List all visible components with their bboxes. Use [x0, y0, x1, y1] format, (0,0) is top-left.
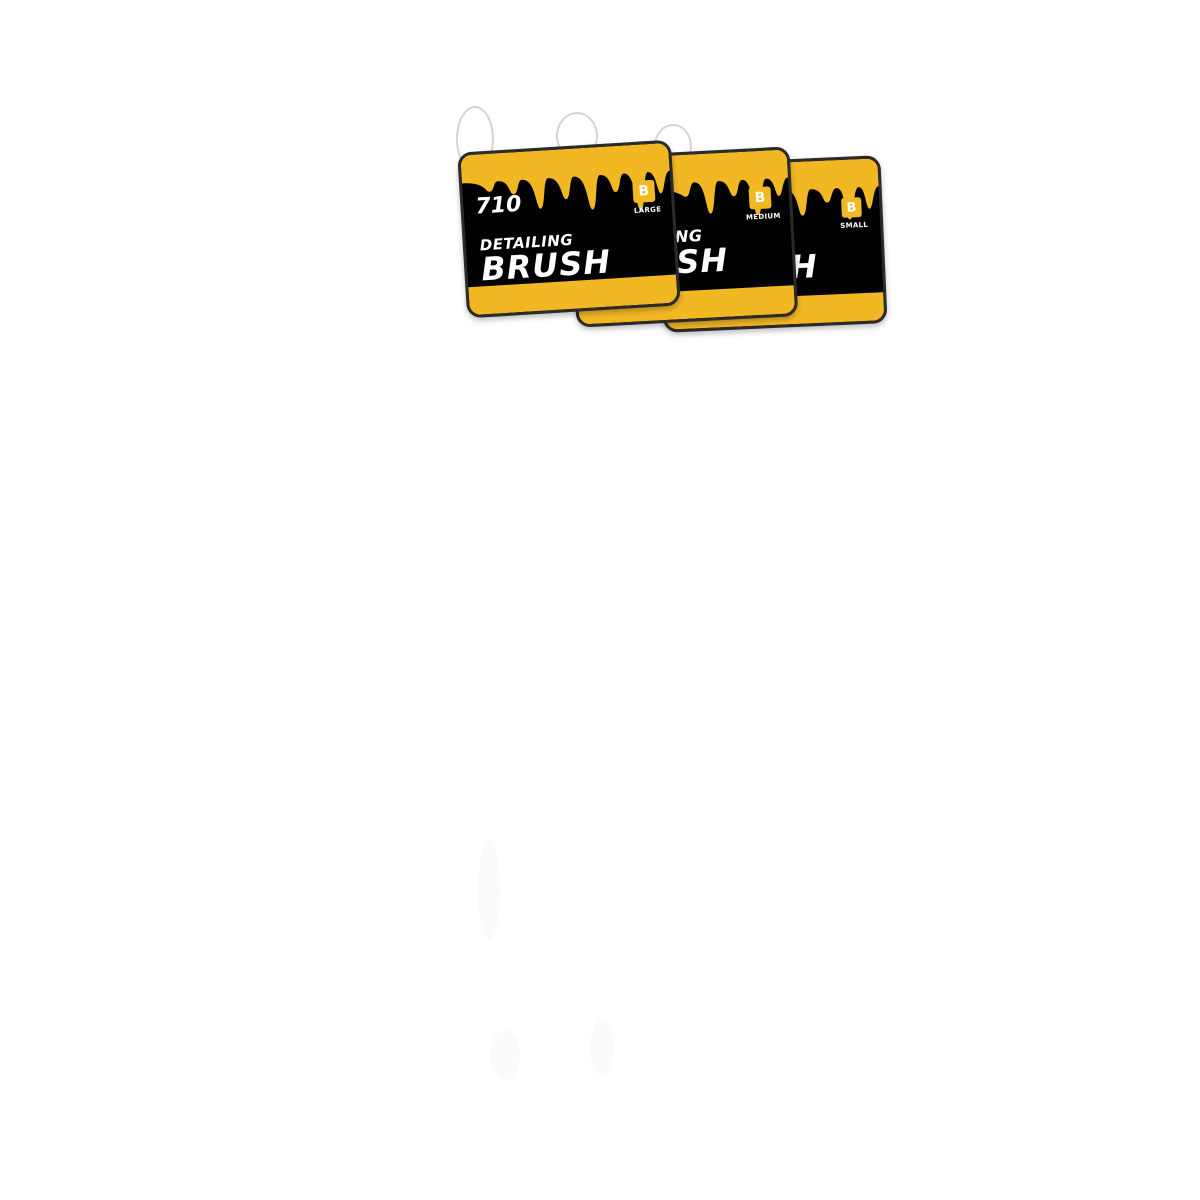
size-badge: B — [841, 197, 862, 218]
faint-mark — [590, 1020, 614, 1075]
tag-large: 710 B LARGE DETAILING BRUSH — [457, 139, 681, 319]
title-partial: SH — [675, 240, 730, 282]
drip-pattern — [461, 162, 670, 211]
size-label: SMALL — [840, 220, 869, 231]
size-badge: B — [748, 186, 772, 210]
faint-mark — [490, 1030, 520, 1080]
brand-logo: 710 — [474, 191, 523, 220]
size-label: LARGE — [633, 205, 662, 215]
faint-mark — [478, 840, 500, 940]
size-badge: B — [632, 179, 656, 204]
